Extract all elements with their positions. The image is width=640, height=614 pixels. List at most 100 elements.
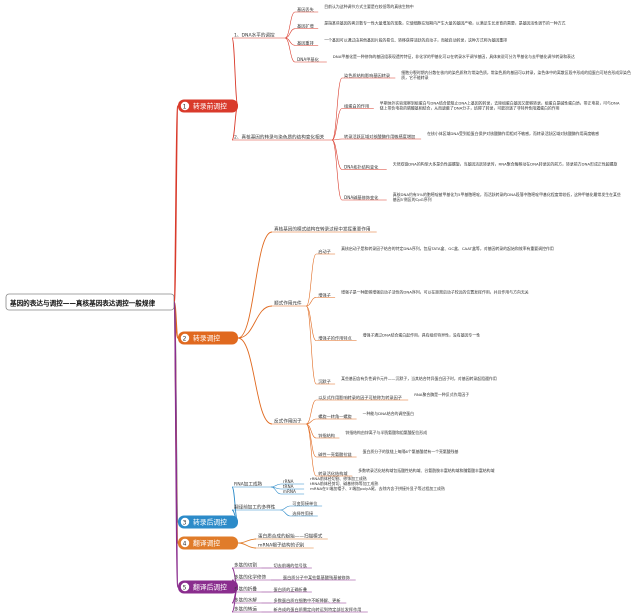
root-title: 基因的表达与调控——真核基因表达调控一般规律 bbox=[10, 299, 155, 308]
sub-connector bbox=[231, 509, 239, 523]
leaf-description: 是指某些基因的拷贝数专一性大量增加的现象，它使细胞在短期内产生大量的基因产物，以… bbox=[324, 21, 565, 26]
branch-number-badge bbox=[180, 582, 190, 592]
sub-connector bbox=[231, 586, 239, 613]
sub-heading: 多肽的水解 bbox=[234, 597, 257, 604]
leaf-title: DNA拓扑结构变化 bbox=[344, 164, 379, 171]
leaf-connector bbox=[331, 108, 343, 141]
sub-connector bbox=[231, 105, 239, 141]
leaf-description: mRNA在5′端加帽子、3′端加polyA尾、去除内含子拼接外显子等过程加工成熟 bbox=[310, 486, 445, 491]
branch-label-5: 翻译后调控 bbox=[193, 583, 227, 592]
leaf-title: 蛋白质分子中某些氨基酸残基被修饰 bbox=[283, 574, 350, 581]
branch-number: 5 bbox=[183, 584, 187, 591]
leaf-title: 可变剪接单位 bbox=[292, 500, 317, 507]
leaf-title: 锌指结构 bbox=[318, 432, 335, 439]
branch-node-3[interactable] bbox=[178, 515, 238, 529]
branch-number-badge bbox=[180, 517, 190, 527]
leaf-title: 增强子 bbox=[318, 291, 331, 298]
leaf-title: 基因丢失 bbox=[297, 6, 315, 13]
leaf-title: 沉默子 bbox=[318, 378, 331, 385]
sub-heading: 1、DNA水平的调控 bbox=[234, 32, 275, 39]
leaf-connector bbox=[306, 297, 317, 307]
leaf-title: 基因重排 bbox=[297, 39, 315, 46]
leaf-connector bbox=[284, 28, 296, 39]
leaf-connector bbox=[284, 11, 296, 39]
leaf-description: 一个基因可以通过由其他基因片段的易位、转移获得活跃的启动子，而被启动转录，这种方… bbox=[324, 37, 507, 42]
branch-connector bbox=[173, 105, 179, 303]
sub-connector bbox=[237, 305, 273, 339]
leaf-connector bbox=[331, 139, 343, 170]
branch-number-badge bbox=[180, 101, 190, 111]
leaf-connector bbox=[280, 509, 291, 517]
leaf-description: 某些基因含有负性调节元件——沉默子，当其结合特异蛋白因子时，对基因转录起阻遏作用 bbox=[341, 376, 497, 381]
branch-number: 3 bbox=[183, 519, 187, 526]
leaf-description: 真核DNA约有5%的胞嘧啶被甲基化为5甲基胞嘧啶，而活跃转录的DNA段落中胞嘧啶… bbox=[393, 192, 621, 202]
leaf-description: 多数转录活化结构域包括酸性结构域、谷氨酰胺丰富结构域和脯氨酸丰富结构域 bbox=[358, 468, 494, 473]
leaf-description: 细胞分裂时期内分散在核内的染色质称为常染色质，常染色质的基因可以转录，染色体中的… bbox=[401, 70, 631, 80]
sub-connector bbox=[237, 538, 257, 544]
leaf-description: DNA甲基化是一种修饰的基因组表现遗传特征，非化学的甲基化可以在转录水平调节基因… bbox=[333, 54, 575, 59]
branch-number-badge bbox=[180, 333, 190, 343]
sub-connector bbox=[237, 337, 273, 425]
sub-heading: 翻译前加工的多样性 bbox=[234, 504, 276, 511]
leaf-connector bbox=[305, 305, 317, 341]
leaf-connector bbox=[306, 399, 317, 425]
leaf-description: rRNA前体经切割、修饰加工成熟 bbox=[310, 476, 367, 481]
leaf-title: 基因扩增 bbox=[297, 23, 314, 30]
leaf-description: tRNA前体经剪切、碱基修饰等加工成熟 bbox=[310, 481, 378, 486]
leaf-description: RNA聚合酶是一种反式作用因子 bbox=[414, 392, 469, 397]
branch-number: 1 bbox=[183, 103, 187, 110]
leaf-connector bbox=[306, 418, 317, 425]
sub-heading: 顺式作用元件 bbox=[274, 300, 302, 307]
leaf-description: 在核小体区域DNA受到组蛋白保护对核酸酶作用相对不敏感，而转录活跃区域对核酸酶作… bbox=[427, 131, 599, 136]
leaf-description: 一种能与DNA结合的调控蛋白 bbox=[363, 411, 414, 416]
branch-node-1[interactable] bbox=[178, 99, 238, 113]
leaf-description: 蛋白质分子的肽链上每隔6个氨基酸就有一个亮氨酸残基 bbox=[363, 449, 459, 454]
leaf-description: 天然双链DNA的构型大多是负性超螺旋，当基因活跃转录时，RNA聚合酶移动在DNA… bbox=[393, 162, 618, 167]
leaf-description: 增强子是一种能够增强启动子活性的DNA序列，可以在距离启动子较远的位置发挥作用，… bbox=[341, 289, 529, 294]
branch-label-3: 转录后调控 bbox=[193, 518, 227, 527]
branch-label-2: 转录调控 bbox=[193, 334, 220, 343]
sub-connector bbox=[237, 231, 273, 339]
leaf-connector bbox=[331, 139, 343, 201]
leaf-title: 螺旋—转角—螺旋 bbox=[318, 413, 352, 420]
branch-node-4[interactable] bbox=[178, 536, 238, 550]
branch-label-1: 转录前调控 bbox=[193, 102, 227, 111]
sub-heading: 多肽的化学修饰 bbox=[234, 574, 267, 581]
leaf-title: 新合成的蛋白质需定向转运到特定部位发挥作用 bbox=[274, 606, 362, 613]
leaf-title: 染色质结构影响基因转录 bbox=[344, 72, 390, 79]
leaf-connector bbox=[305, 253, 317, 307]
leaf-connector bbox=[305, 305, 317, 385]
leaf-description: 增强子通过DNA结合蛋白起作用，具有组织特异性，没有基因专一性 bbox=[363, 333, 481, 338]
branch-number: 2 bbox=[183, 335, 187, 342]
leaf-title: DNA碱基修饰变化 bbox=[344, 194, 379, 201]
leaf-connector bbox=[270, 486, 281, 495]
leaf-title: 启动子 bbox=[318, 248, 331, 255]
branch-node-5[interactable] bbox=[178, 580, 238, 594]
sub-heading: mRNA帽子结构的识别 bbox=[258, 542, 305, 549]
leaf-description: 真核启动子是和转录因子结合的特定DNA序列，包括TATA盒、GC盒、CAAT盒等… bbox=[341, 246, 554, 251]
leaf-title: 多数蛋白质在细胞中不断降解、更新 bbox=[274, 597, 341, 604]
branch-label-4: 翻译调控 bbox=[193, 539, 220, 548]
sub-heading: 反式作用因子 bbox=[274, 418, 302, 425]
leaf-description: 目前认为这种调节方式主要是在较低等的真核生物中 bbox=[324, 4, 414, 9]
leaf-connector bbox=[331, 138, 343, 141]
leaf-title: 蛋白质的正确折叠 bbox=[274, 586, 308, 593]
leaf-title: 碱性—亮氨酸拉链 bbox=[318, 451, 352, 458]
leaf-connector bbox=[305, 423, 317, 477]
branch-number: 4 bbox=[183, 540, 187, 547]
branch-node-2[interactable] bbox=[178, 331, 238, 345]
leaf-title: 转录活化结构域 bbox=[318, 470, 348, 477]
sub-heading: RNA加工成熟 bbox=[234, 481, 263, 488]
leaf-title: mRNA bbox=[283, 489, 296, 494]
sub-connector bbox=[237, 542, 257, 549]
leaf-connector bbox=[270, 483, 281, 488]
sub-heading: 真核基因的模式结构在转录过程中发挥重要作用 bbox=[274, 226, 371, 233]
leaf-title: 转录活跃区域对核酸酶作用敏感度增加 bbox=[344, 133, 415, 140]
leaf-connector bbox=[284, 37, 296, 63]
sub-connector bbox=[231, 486, 239, 523]
sub-heading: 2、真核基因的转录与染色质的结构变化相关 bbox=[234, 134, 325, 141]
sub-heading: 多肽的转运 bbox=[234, 606, 257, 613]
leaf-connector bbox=[331, 77, 343, 141]
leaf-title: DNA甲基化 bbox=[297, 56, 320, 63]
